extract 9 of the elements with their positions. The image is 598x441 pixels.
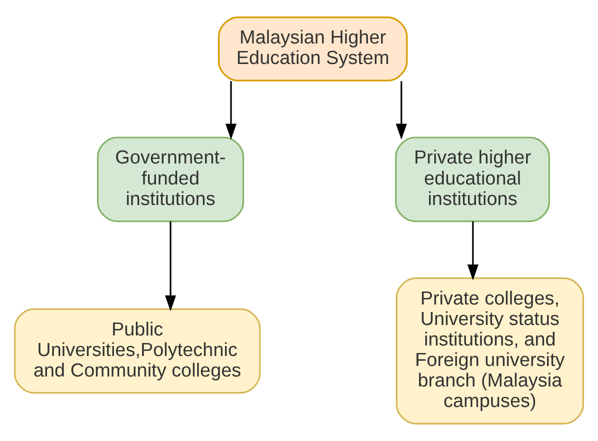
- node-box: Public Universities,Polytechnic and Community colleges: [14, 308, 261, 394]
- arrow: [396, 81, 407, 140]
- node-box: Private colleges, University status institutions, and Foreign university branch (Malaysia campuses): [396, 277, 584, 424]
- arrow: [165, 221, 176, 312]
- node-box: Private higher educational institutions: [395, 136, 550, 222]
- arrow: [467, 221, 478, 280]
- node-box: Malaysian Higher Education System: [218, 16, 408, 82]
- node-box: Government-funded institutions: [97, 136, 244, 222]
- arrow: [225, 81, 237, 140]
